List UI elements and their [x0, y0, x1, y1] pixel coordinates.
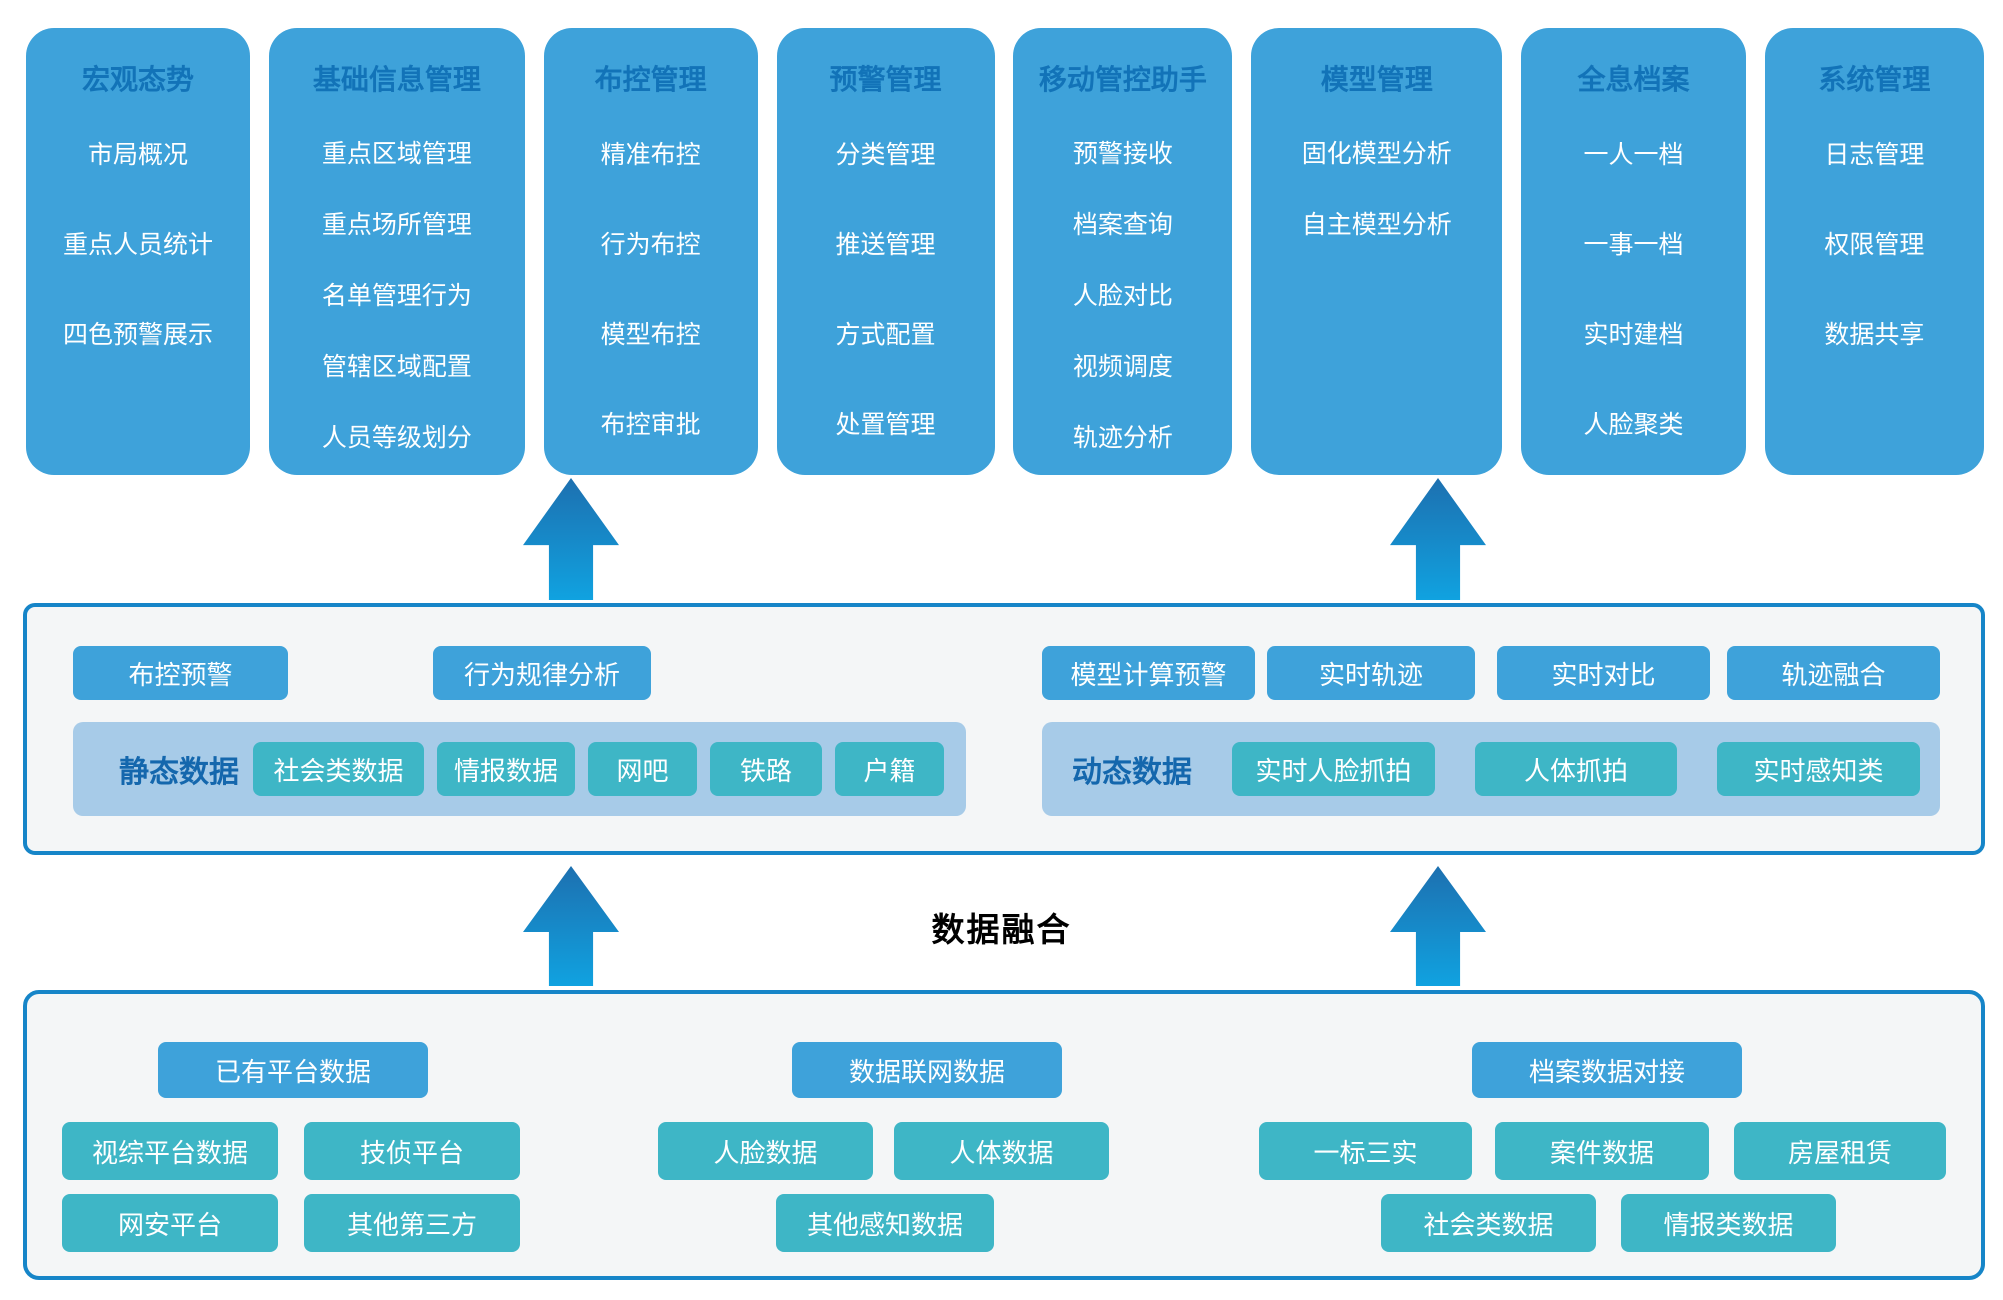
data-tag: 情报数据: [437, 742, 575, 796]
module-item: 行为布控: [600, 231, 701, 259]
module-item: 推送管理: [835, 231, 936, 259]
analysis-layer-box: 布控预警 行为规律分析 模型计算预警 实时轨迹 实时对比 轨迹融合 静态数据 社…: [23, 603, 1985, 855]
data-tag: 网吧: [588, 742, 697, 796]
module-title: 移动管控助手: [1038, 64, 1207, 95]
source-tag: 人体数据: [894, 1122, 1109, 1180]
module-item: 精准布控: [600, 141, 701, 169]
module-title: 预警管理: [829, 64, 942, 95]
module-item: 数据共享: [1824, 321, 1925, 349]
module-item: 自主模型分析: [1301, 210, 1452, 239]
analysis-button: 轨迹融合: [1727, 646, 1940, 700]
module-title: 宏观态势: [81, 64, 194, 95]
analysis-button: 行为规律分析: [433, 646, 651, 700]
analysis-button: 模型计算预警: [1042, 646, 1255, 700]
module-macro-situation: 宏观态势 市局概况 重点人员统计 四色预警展示: [26, 28, 250, 475]
module-items: 预警接收 档案查询 人脸对比 视频调度 轨迹分析: [1013, 116, 1232, 471]
source-tag: 网安平台: [62, 1194, 278, 1252]
module-title: 系统管理: [1818, 64, 1931, 95]
source-tag: 案件数据: [1495, 1122, 1709, 1180]
module-title: 基础信息管理: [312, 64, 481, 95]
module-item: 管辖区域配置: [321, 352, 472, 381]
module-mobile-control-assistant: 移动管控助手 预警接收 档案查询 人脸对比 视频调度 轨迹分析: [1013, 28, 1233, 475]
group-label: 静态数据: [119, 756, 239, 789]
module-item: 一人一档: [1583, 141, 1684, 169]
module-item: 轨迹分析: [1072, 423, 1173, 452]
module-surveillance-management: 布控管理 精准布控 行为布控 模型布控 布控审批: [543, 28, 758, 475]
module-items: 一人一档 一事一档 实时建档 人脸聚类: [1521, 108, 1746, 468]
static-data-group: 静态数据 社会类数据 情报数据 网吧 铁路 户籍: [73, 722, 966, 816]
module-model-management: 模型管理 固化模型分析 自主模型分析: [1251, 28, 1503, 475]
module-holographic-archive: 全息档案 一人一档 一事一档 实时建档 人脸聚类: [1521, 28, 1747, 475]
module-items: 分类管理 推送管理 方式配置 处置管理: [777, 108, 995, 468]
analysis-button: 实时对比: [1497, 646, 1710, 700]
module-item: 布控审批: [600, 411, 701, 439]
module-items: 重点区域管理 重点场所管理 名单管理行为 管辖区域配置 人员等级划分: [269, 116, 525, 471]
module-item: 实时建档: [1583, 321, 1684, 349]
source-tag: 房屋租赁: [1734, 1122, 1946, 1180]
module-item: 人员等级划分: [321, 423, 472, 452]
data-tag: 实时人脸抓拍: [1232, 742, 1435, 796]
module-item: 名单管理行为: [321, 281, 472, 310]
module-items: 精准布控 行为布控 模型布控 布控审批: [544, 108, 758, 468]
module-items: 市局概况 重点人员统计 四色预警展示: [26, 108, 250, 378]
module-item: 日志管理: [1824, 141, 1925, 169]
dynamic-data-group: 动态数据 实时人脸抓拍 人体抓拍 实时感知类: [1042, 722, 1940, 816]
module-title: 布控管理: [594, 64, 707, 95]
data-tag: 铁路: [710, 742, 822, 796]
source-group-header: 数据联网数据: [792, 1042, 1062, 1098]
module-item: 人脸聚类: [1583, 411, 1684, 439]
source-tag: 社会类数据: [1381, 1194, 1596, 1252]
module-title: 全息档案: [1577, 64, 1690, 95]
up-arrow-icon: [1390, 478, 1486, 600]
analysis-button: 实时轨迹: [1267, 646, 1475, 700]
source-group-header: 档案数据对接: [1472, 1042, 1742, 1098]
source-layer-box: 已有平台数据 数据联网数据 档案数据对接 视综平台数据 技侦平台 人脸数据 人体…: [23, 990, 1985, 1280]
module-item: 档案查询: [1072, 210, 1173, 239]
data-tag: 人体抓拍: [1475, 742, 1677, 796]
data-tag: 户籍: [835, 742, 944, 796]
module-item: 人脸对比: [1072, 281, 1173, 310]
data-tag: 实时感知类: [1717, 742, 1920, 796]
source-tag: 其他第三方: [304, 1194, 520, 1252]
up-arrow-icon: [523, 478, 619, 600]
module-item: 重点区域管理: [321, 139, 472, 168]
module-alert-management: 预警管理 分类管理 推送管理 方式配置 处置管理: [776, 28, 995, 475]
source-tag: 其他感知数据: [776, 1194, 994, 1252]
module-item: 市局概况: [87, 141, 188, 169]
module-item: 分类管理: [835, 141, 936, 169]
module-item: 重点人员统计: [62, 231, 213, 259]
source-tag: 人脸数据: [658, 1122, 873, 1180]
module-items: 固化模型分析 自主模型分析: [1251, 116, 1502, 258]
module-item: 模型布控: [600, 321, 701, 349]
group-label: 动态数据: [1072, 756, 1192, 789]
source-tag: 视综平台数据: [62, 1122, 278, 1180]
source-tag: 情报类数据: [1621, 1194, 1836, 1252]
data-tag: 社会类数据: [253, 742, 424, 796]
module-item: 重点场所管理: [321, 210, 472, 239]
data-fusion-label: 数据融合: [931, 911, 1072, 948]
module-item: 方式配置: [835, 321, 936, 349]
module-system-management: 系统管理 日志管理 权限管理 数据共享: [1764, 28, 1984, 475]
module-item: 视频调度: [1072, 352, 1173, 381]
source-group-header: 已有平台数据: [158, 1042, 428, 1098]
source-tag: 技侦平台: [304, 1122, 520, 1180]
source-tag: 一标三实: [1259, 1122, 1472, 1180]
module-title: 模型管理: [1320, 64, 1433, 95]
module-item: 处置管理: [835, 411, 936, 439]
analysis-button: 布控预警: [73, 646, 288, 700]
module-basic-info-management: 基础信息管理 重点区域管理 重点场所管理 名单管理行为 管辖区域配置 人员等级划…: [268, 28, 525, 475]
module-item: 权限管理: [1824, 231, 1925, 259]
module-item: 一事一档: [1583, 231, 1684, 259]
module-item: 预警接收: [1072, 139, 1173, 168]
module-items: 日志管理 权限管理 数据共享: [1765, 108, 1984, 378]
modules-row: 宏观态势 市局概况 重点人员统计 四色预警展示 基础信息管理 重点区域管理 重点…: [26, 28, 1984, 475]
module-item: 固化模型分析: [1301, 139, 1452, 168]
module-item: 四色预警展示: [62, 321, 213, 349]
